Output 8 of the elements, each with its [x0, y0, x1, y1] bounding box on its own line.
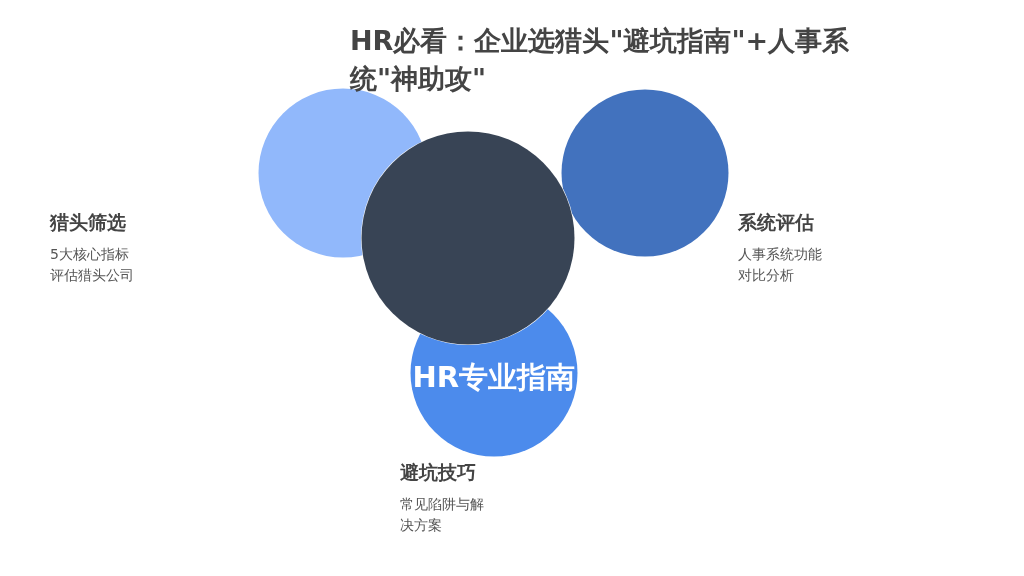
section-heading: 系统评估: [738, 210, 814, 235]
section-description: 常见陷阱与解决方案: [400, 495, 485, 535]
section-heading: 猎头筛选: [50, 210, 126, 235]
center-label: HR专业指南: [412, 359, 576, 396]
section-description: 人事系统功能对比分析: [738, 245, 823, 285]
section-heading: 避坑技巧: [400, 460, 476, 485]
page-title: HR必看：企业选猎头"避坑指南"+人事系统"神助攻": [350, 24, 850, 96]
section-description: 5大核心指标评估猎头公司: [50, 245, 135, 285]
